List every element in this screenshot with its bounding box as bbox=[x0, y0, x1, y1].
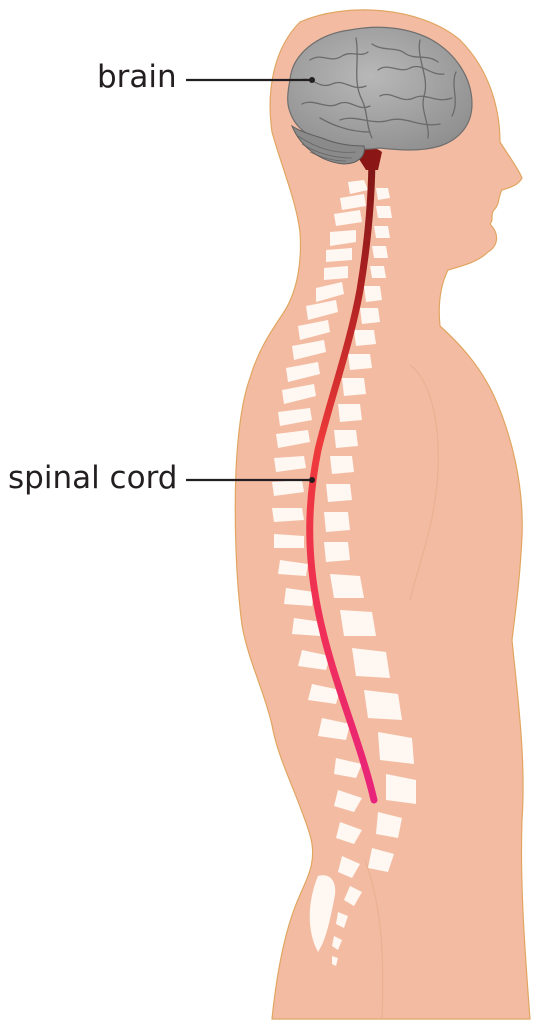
vertebra bbox=[340, 610, 376, 636]
spinal-cord-label: spinal cord bbox=[8, 463, 177, 494]
vertebra bbox=[326, 484, 352, 502]
vertebra bbox=[342, 378, 366, 396]
vertebra bbox=[324, 512, 350, 532]
vertebra bbox=[274, 534, 304, 548]
vertebra bbox=[360, 308, 380, 324]
brain-anchor-dot bbox=[309, 77, 315, 83]
vertebra bbox=[324, 542, 350, 562]
vertebra bbox=[352, 648, 390, 678]
vertebra bbox=[372, 246, 388, 258]
vertebra bbox=[376, 188, 390, 200]
vertebra bbox=[330, 456, 354, 474]
vertebra bbox=[272, 508, 304, 522]
vertebra bbox=[374, 226, 390, 238]
vertebra bbox=[370, 266, 386, 278]
vertebra bbox=[338, 404, 362, 422]
brain-label: brain bbox=[97, 62, 177, 93]
vertebra bbox=[364, 286, 382, 302]
vertebra bbox=[354, 330, 376, 346]
vertebra bbox=[376, 206, 392, 218]
spinal-cord-anchor-dot bbox=[309, 477, 315, 483]
vertebra bbox=[330, 574, 364, 598]
vertebra bbox=[324, 266, 348, 280]
vertebra bbox=[364, 690, 402, 720]
vertebra bbox=[334, 430, 358, 448]
vertebra bbox=[326, 248, 352, 262]
vertebra bbox=[348, 354, 372, 370]
